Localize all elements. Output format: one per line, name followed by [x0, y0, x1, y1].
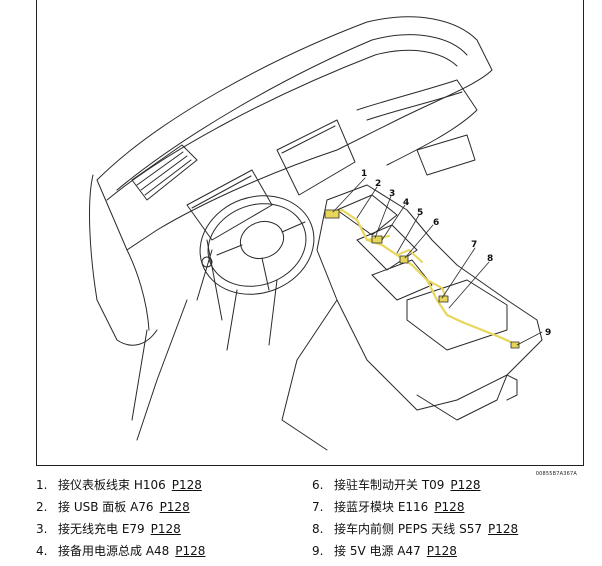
center-screen [276, 119, 356, 196]
legend-item: 7. 接蓝牙模块 E116 P128 [312, 498, 464, 515]
page-ref-link[interactable]: P128 [450, 478, 481, 492]
legend-item: 3. 接无线充电 E79 P128 [36, 520, 181, 537]
legend-number: 2. [36, 500, 48, 514]
legend-number: 7. [312, 500, 324, 514]
legend-number: 1. [36, 478, 48, 492]
legend-text: 接无线充电 E79 [58, 522, 145, 536]
legend-text: 接备用电源总成 A48 [58, 544, 170, 558]
legend-text: 接驻车制动开关 T09 [334, 478, 445, 492]
figure-frame: 1 2 3 4 5 6 7 8 9 00855B7A367A [36, 0, 584, 477]
legend-item: 8. 接车内前侧 PEPS 天线 S57 P128 [312, 520, 518, 537]
page-ref-link[interactable]: P128 [150, 522, 181, 536]
dashboard-top-outline [96, 16, 493, 251]
center-console [316, 184, 543, 411]
legend-item: 6. 接驻车制动开关 T09 P128 [312, 476, 481, 493]
page-ref-link[interactable]: P128 [159, 500, 190, 514]
legend-text: 接 USB 面板 A76 [58, 500, 154, 514]
dashboard-top-inner [116, 34, 468, 191]
callout-5: 5 [417, 208, 423, 218]
callout-leaders [332, 177, 543, 346]
legend-text: 接 5V 电源 A47 [334, 544, 421, 558]
callout-1: 1 [361, 169, 367, 179]
legend-item: 4. 接备用电源总成 A48 P128 [36, 542, 205, 559]
page-ref-link[interactable]: P128 [175, 544, 206, 558]
legend-text: 接仪表板线束 H106 [58, 478, 166, 492]
legend-text: 接车内前侧 PEPS 天线 S57 [334, 522, 483, 536]
figure-code: 00855B7A367A [535, 471, 577, 477]
callout-6: 6 [433, 218, 439, 228]
callout-7: 7 [471, 240, 477, 250]
legend-text: 接蓝牙模块 E116 [334, 500, 429, 514]
legend-number: 9. [312, 544, 324, 558]
instrument-cluster [186, 169, 273, 241]
page-ref-link[interactable]: P128 [171, 478, 202, 492]
legend-item: 1. 接仪表板线束 H106 P128 [36, 476, 202, 493]
callout-3: 3 [389, 189, 395, 199]
legend-number: 4. [36, 544, 48, 558]
page-ref-link[interactable]: P128 [434, 500, 465, 514]
callout-4: 4 [403, 198, 409, 208]
callout-8: 8 [487, 254, 493, 264]
legend-number: 8. [312, 522, 324, 536]
dashboard-illustration: 1 2 3 4 5 6 7 8 9 [89, 16, 551, 451]
callout-2: 2 [375, 179, 381, 189]
page-ref-link[interactable]: P128 [488, 522, 519, 536]
callout-numbers: 1 2 3 4 5 6 7 8 9 [361, 169, 551, 338]
callout-9: 9 [545, 328, 551, 338]
left-vent [131, 144, 198, 201]
legend-item: 9. 接 5V 电源 A47 P128 [312, 542, 457, 559]
legend-item: 2. 接 USB 面板 A76 P128 [36, 498, 190, 515]
page-ref-link[interactable]: P128 [426, 544, 457, 558]
legend-number: 3. [36, 522, 48, 536]
legend-number: 6. [312, 478, 324, 492]
wiring-harness [325, 208, 519, 347]
